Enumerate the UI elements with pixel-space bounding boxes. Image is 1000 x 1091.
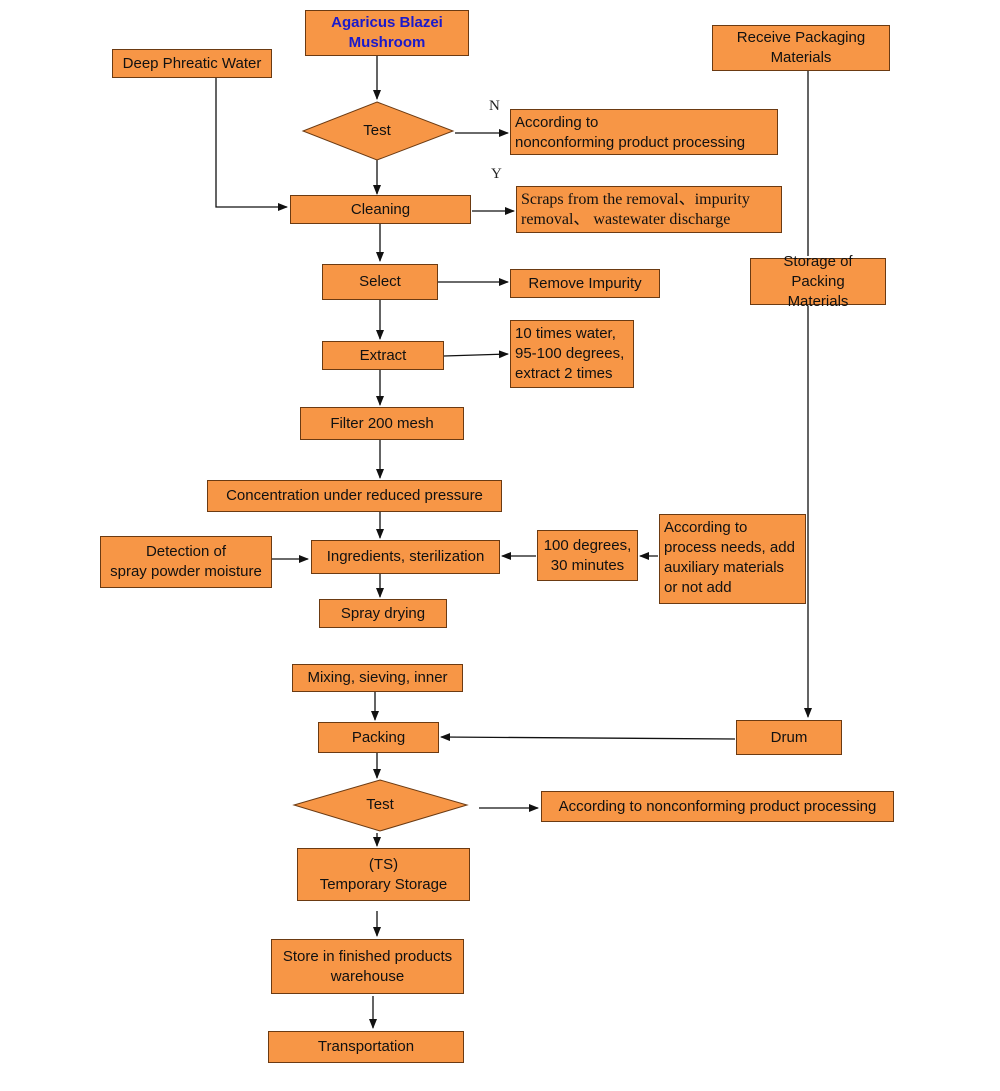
yes-label: Y xyxy=(491,166,502,182)
no-label: N xyxy=(489,98,500,114)
node-detection: Detection of spray powder moisture xyxy=(100,536,272,588)
test-label-2: Test xyxy=(366,796,394,813)
node-storage-packing: Storage of Packing Materials xyxy=(750,253,886,310)
node-agaricus: Agaricus Blazei Mushroom xyxy=(305,10,469,56)
node-sterilize-params: 100 degrees, 30 minutes xyxy=(537,530,638,581)
node-remove-impurity: Remove Impurity xyxy=(510,269,660,298)
node-mixing: Mixing, sieving, inner xyxy=(292,664,463,692)
arrow-water-cleaning xyxy=(215,78,288,211)
node-ingredients: Ingredients, sterilization xyxy=(311,540,500,574)
node-nonconform-2: According to nonconforming product proce… xyxy=(541,791,894,822)
node-select: Select xyxy=(322,264,438,300)
arrow-extract-params xyxy=(443,350,509,359)
node-extract-params: 10 times water, 95-100 degrees, extract … xyxy=(510,320,634,388)
node-filter: Filter 200 mesh xyxy=(300,407,464,440)
node-packing: Packing xyxy=(318,722,439,753)
node-concentration: Concentration under reduced pressure xyxy=(207,480,502,512)
node-auxiliary: According to process needs, add auxiliar… xyxy=(659,514,806,604)
node-warehouse: Store in finished products warehouse xyxy=(271,939,464,994)
node-nonconform-1: According to nonconforming product proce… xyxy=(510,109,778,155)
test-diamond-2 xyxy=(292,779,469,832)
node-temp-storage: (TS) Temporary Storage xyxy=(297,848,470,901)
node-extract: Extract xyxy=(322,341,444,370)
test-diamond-1 xyxy=(301,101,455,161)
node-receive-packaging: Receive Packaging Materials xyxy=(712,25,890,71)
node-drum: Drum xyxy=(736,720,842,755)
node-transportation: Transportation xyxy=(268,1031,464,1063)
arrow-drum-packing xyxy=(440,733,736,742)
test-label-1: Test xyxy=(363,122,391,139)
node-cleaning: Cleaning xyxy=(290,195,471,224)
node-deep-water: Deep Phreatic Water xyxy=(112,49,272,78)
node-scraps: Scraps from the removal、impurity removal… xyxy=(516,186,782,233)
node-spray-drying: Spray drying xyxy=(319,599,447,628)
